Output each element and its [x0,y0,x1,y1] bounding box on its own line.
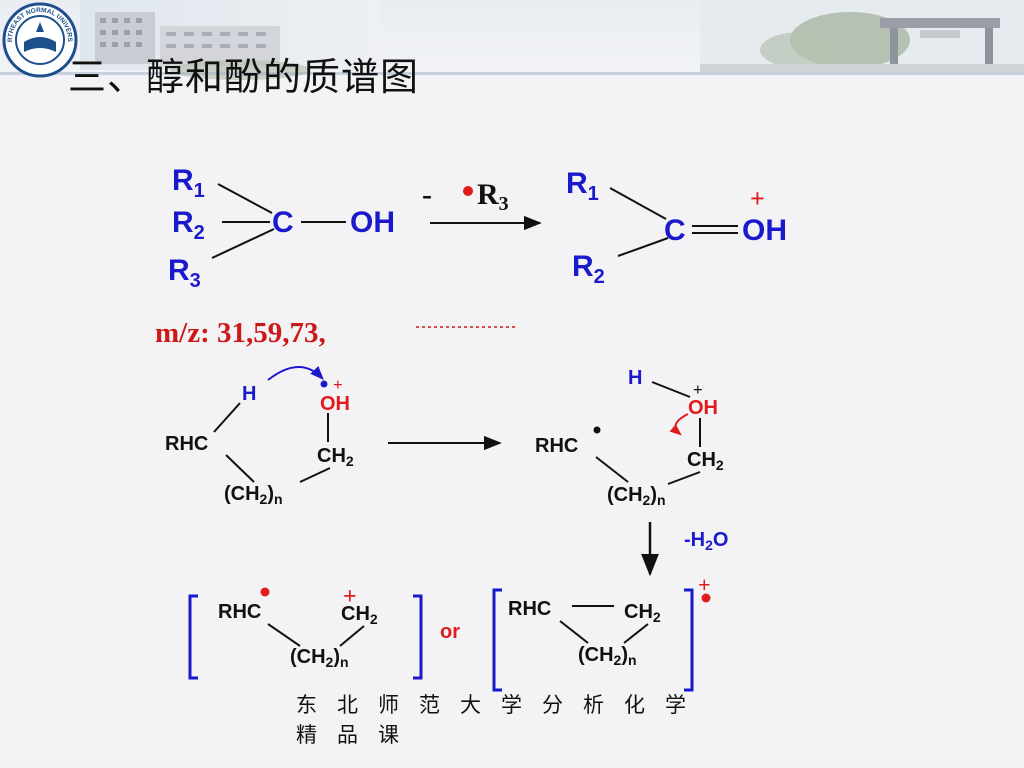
r-h-label: H [628,367,642,389]
p-charge: + [750,184,765,213]
rearrangement-intermediate: H + OH RHC CH2 (CH2)n [535,367,724,508]
bracket-a-right [413,594,423,680]
p-carbon-label: C [664,214,686,247]
loss-group: R3 [477,178,509,215]
or-label: or [440,621,460,643]
bracket-a-left [188,594,198,680]
a-bond-rhc-chain [267,623,301,647]
p-r1-label: R1 [566,167,599,205]
oh-label: OH [320,393,350,415]
bracket-b-left [492,588,502,692]
bracket-b-right [684,588,694,692]
r3-label: R3 [168,254,201,292]
p-bond-r2-c [617,237,669,257]
slide-title: 三、醇和酚的质谱图 [68,55,420,99]
p-oh-label: OH [742,214,787,247]
footer-line-1: 东北师范大学分析化学 [296,693,706,717]
b-rhc-label: RHC [508,598,551,620]
bond-ch2-chain [299,467,331,483]
radical-dot [463,186,473,196]
carbon-label: C [272,206,294,239]
rhc-label: RHC [165,433,208,455]
bond-r3-c [211,228,275,259]
product-b: + RHC CH2 (CH2)n [492,572,711,692]
a-bond-ch2-chain [339,625,365,647]
bond-h-c [213,402,241,433]
alpha-reactant: R1 R2 R3 C OH [168,164,395,292]
product-a: + RHC CH2 (CH2)n [188,584,423,680]
a-ch2-label: CH2 [341,603,378,627]
r-oh-charge: + [693,380,703,399]
course-footer: 东北师范大学分析化学 精品课 [296,690,706,750]
mz-values: m/z: 31,59,73, [155,317,326,349]
r1-label: R1 [172,164,205,202]
alpha-arrow: - R3 [422,178,542,231]
b-radical-dot [701,593,711,603]
alpha-product: R1 R2 C OH + [566,167,787,288]
b-ch2-label: CH2 [624,601,661,625]
footer-line-2: 精品课 [296,723,419,747]
r-rhc-label: RHC [535,435,578,457]
p-bond-r1-c [609,187,667,220]
r-chain-label: (CH2)n [607,484,666,508]
a-radical-dot [260,587,270,597]
header-banner [0,0,1024,80]
a-chain-label: (CH2)n [290,646,349,670]
p-r2-label: R2 [572,250,605,288]
ch2-label: CH2 [317,445,354,469]
cleavage-arrow [669,413,689,436]
water-loss-label: -H2O [684,529,728,553]
a-rhc-label: RHC [218,601,261,623]
b-chain-label: (CH2)n [578,644,637,668]
bond-rhc-chain-intermediate [595,456,629,483]
r-ch2-label: CH2 [687,449,724,473]
h-label: H [242,383,256,405]
oh-radical-dot [320,380,328,388]
r-oh-label: OH [688,397,718,419]
campus-photo-strip [0,0,1024,80]
bond-r1-c [217,183,273,214]
bond-h-o [651,381,691,398]
r2-label: R2 [172,206,205,244]
b-bond-rhc-chain [559,620,589,644]
b-bond-ch2-chain [623,623,649,644]
rhc-radical-dot [593,426,601,434]
a-charge: + [343,584,357,610]
bond-rhc-chain [225,454,255,483]
oh-label: OH [350,206,395,239]
h-transfer-arrow [267,366,324,381]
university-logo: NORTHEAST NORMAL UNIVERSITY [2,2,78,78]
rearrangement-reactant: H + OH RHC CH2 (CH2)n [165,366,354,507]
bond-ch2-chain-intermediate [667,471,701,485]
chain-label: (CH2)n [224,483,283,507]
loss-minus: - [422,178,432,211]
oh-charge: + [333,375,343,394]
b-charge: + [698,572,711,597]
